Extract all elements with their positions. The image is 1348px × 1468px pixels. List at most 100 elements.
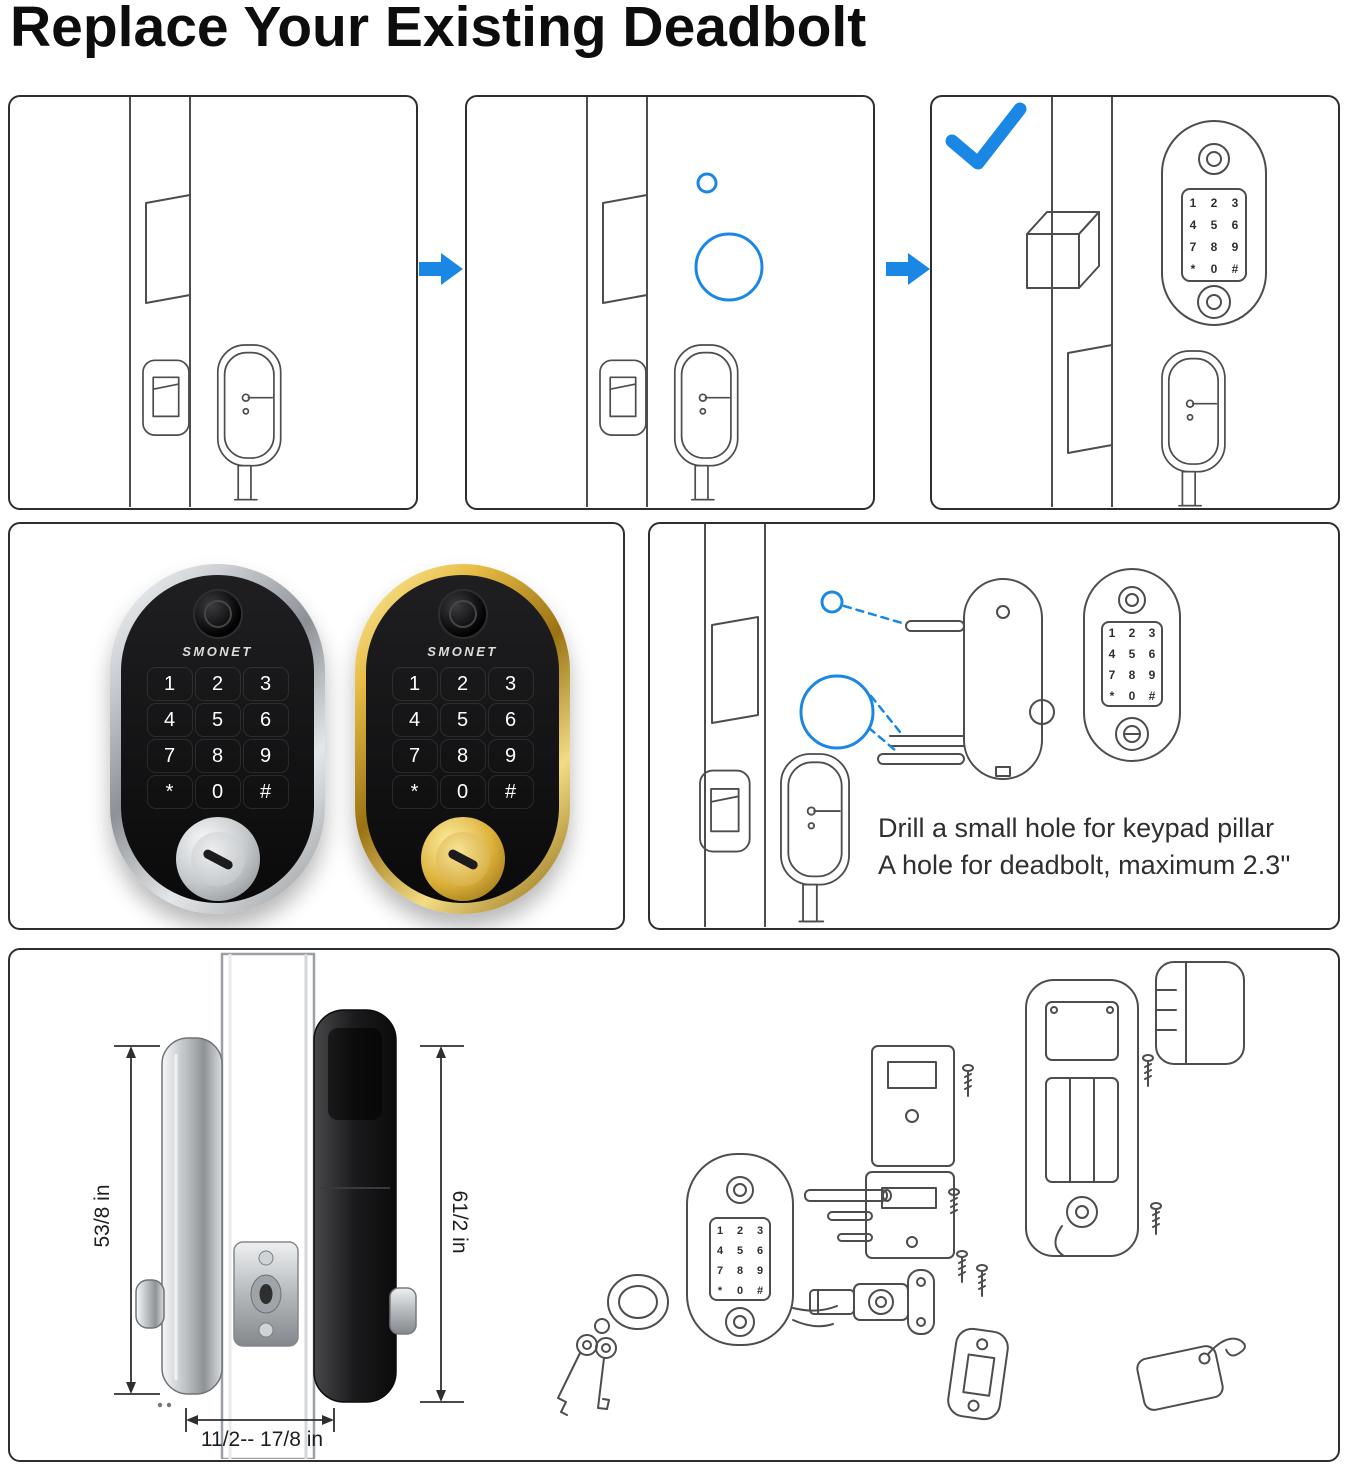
step3-install-lock-panel: 1 2 3 4 5 6 7 8 9 * 0 # — [930, 95, 1340, 510]
keypad-key: 2 — [439, 667, 486, 701]
keypad-key-label: 6 — [1149, 647, 1156, 661]
installation-illustration: 1 2 3 4 5 6 7 8 9 * 0 # — [114, 952, 1246, 1459]
keypad-key: 8 — [194, 739, 241, 773]
keyhole-slot — [446, 847, 479, 871]
door-thickness-label: 11/2-- 17/8 in — [200, 1428, 324, 1451]
latch-hardware-illustration — [143, 345, 281, 500]
keypad-key: 4 — [146, 703, 193, 737]
keypad-key-label: 9 — [757, 1265, 763, 1277]
keypad-key-label: 4 — [1109, 647, 1116, 661]
small-hole-marker — [696, 172, 718, 194]
exploded-view: 1 2 3 4 5 6 7 8 9 * 0 # — [557, 961, 1246, 1421]
keypad-key-label: 3 — [1149, 626, 1156, 640]
keyhole-slot — [201, 847, 234, 871]
door-edge-holes-illustration — [586, 97, 764, 507]
key-fob-illustration — [1136, 1337, 1246, 1411]
keypad-key-label: 5 — [1129, 647, 1136, 661]
keypad-key-label: 1 — [1190, 196, 1197, 210]
keypad-key-label: 0 — [1129, 689, 1136, 703]
drill-note-line1: Drill a small hole for keypad pillar — [878, 813, 1275, 843]
step2-drill-holes-panel — [465, 95, 875, 510]
keypad-key-label: * — [1191, 262, 1196, 276]
keypad-key-label: 2 — [1129, 626, 1136, 640]
fingerprint-sensor-icon — [1118, 586, 1146, 614]
keypad-key-label: 8 — [1129, 668, 1136, 682]
keypad-key: * — [391, 775, 438, 809]
keypad: 1 2 3 4 5 6 7 8 9 * 0 # — [146, 667, 289, 809]
lock-face: SMONET 1 2 3 4 5 6 7 8 9 * 0 # — [121, 575, 314, 903]
latch-hardware-illustration — [700, 754, 849, 921]
strike-plate-illustration — [947, 1327, 1009, 1421]
keypad-key: 7 — [391, 739, 438, 773]
installed-lock-illustration: 1 2 3 4 5 6 7 8 9 * 0 # — [945, 97, 1267, 507]
keypad-key-label: 9 — [1232, 240, 1239, 254]
screw-icon — [1150, 1202, 1162, 1235]
keypad-key-label: 5 — [1211, 218, 1218, 232]
keypad-key: 7 — [146, 739, 193, 773]
thumb-turn — [389, 1287, 417, 1335]
keypad-key: 0 — [194, 775, 241, 809]
drill-hole-markers — [694, 172, 764, 302]
keypad-key-label: 5 — [737, 1245, 743, 1257]
smart-lock-silver: SMONET 1 2 3 4 5 6 7 8 9 * 0 # — [110, 564, 325, 914]
drill-instruction-illustration: 1 2 3 4 5 6 7 8 9 * 0 # — [650, 524, 1181, 927]
keypad-key: 4 — [391, 703, 438, 737]
keypad-key: 5 — [194, 703, 241, 737]
brand-label: SMONET — [427, 644, 498, 659]
keypad-key: 9 — [487, 739, 534, 773]
small-hole-marker — [820, 590, 844, 614]
checkmark-icon — [945, 102, 1027, 170]
keypad-key-label: * — [718, 1285, 723, 1297]
mortise-slot — [711, 616, 759, 724]
page-title: Replace Your Existing Deadbolt — [10, 0, 867, 59]
spacer-ring-illustration — [607, 1274, 669, 1330]
keypad-key-label: 3 — [1232, 196, 1239, 210]
keypad-key-label: 6 — [757, 1245, 763, 1257]
keypad-key-label: 0 — [1211, 262, 1218, 276]
keypad-key-label: 9 — [1149, 668, 1156, 682]
latch-bolt-cube — [1026, 211, 1100, 289]
mortise-slot — [145, 194, 191, 304]
keypad-key: 9 — [242, 739, 289, 773]
keypad-key-label: 6 — [1232, 218, 1239, 232]
keypad-key-label: 7 — [1109, 668, 1116, 682]
key-cylinder — [420, 817, 505, 901]
keypad-key-label: * — [1110, 689, 1115, 703]
deadbolt-hole-marker — [799, 674, 875, 750]
keypad-key-label: # — [757, 1285, 763, 1297]
drill-note-line2: A hole for deadbolt, maximum 2.3'' — [878, 850, 1291, 880]
interior-height-label: 61/2 in — [448, 1190, 471, 1254]
keypad-key-label: 2 — [1211, 196, 1218, 210]
drill-note: Drill a small hole for keypad pillar A h… — [878, 810, 1333, 884]
door-edge-illustration — [129, 97, 415, 507]
back-plate-illustration — [877, 578, 1055, 780]
keypad: 1 2 3 4 5 6 7 8 9 * 0 # — [391, 667, 534, 809]
arrow-right-icon — [886, 252, 930, 286]
lock-finishes-panel: SMONET 1 2 3 4 5 6 7 8 9 * 0 # SMONET 1 — [8, 522, 625, 930]
arrow-right-icon — [419, 252, 463, 286]
latch-plate-illustration — [1161, 350, 1226, 507]
mortise-slot — [1067, 344, 1113, 454]
fingerprint-sensor — [192, 589, 243, 639]
turn-knob — [1197, 285, 1231, 319]
keypad-key-label: 8 — [1211, 240, 1218, 254]
keypad-key-label: # — [1149, 689, 1156, 703]
keypad-key-label: 4 — [1190, 218, 1197, 232]
keypad-key: 3 — [487, 667, 534, 701]
keypad-key: 1 — [391, 667, 438, 701]
screw-icon — [1142, 1054, 1154, 1087]
keypad-key: * — [146, 775, 193, 809]
mortise-slot — [602, 194, 648, 304]
dimension-line-bottom — [185, 1408, 335, 1432]
keypad-key-label: 7 — [717, 1265, 723, 1277]
drill-instruction-panel: 1 2 3 4 5 6 7 8 9 * 0 # Drill a small ho… — [648, 522, 1340, 930]
keypad-key-label: 2 — [737, 1225, 743, 1237]
keypad-key: 3 — [242, 667, 289, 701]
exterior-lock-side-illustration — [135, 1037, 223, 1408]
fingerprint-sensor-icon — [726, 1176, 754, 1204]
screw-icon — [962, 1064, 974, 1097]
deadbolt-tailpiece — [877, 753, 965, 765]
keypad-key: 1 — [146, 667, 193, 701]
keypad-key: 6 — [242, 703, 289, 737]
deadbolt-hole-marker — [694, 232, 764, 302]
